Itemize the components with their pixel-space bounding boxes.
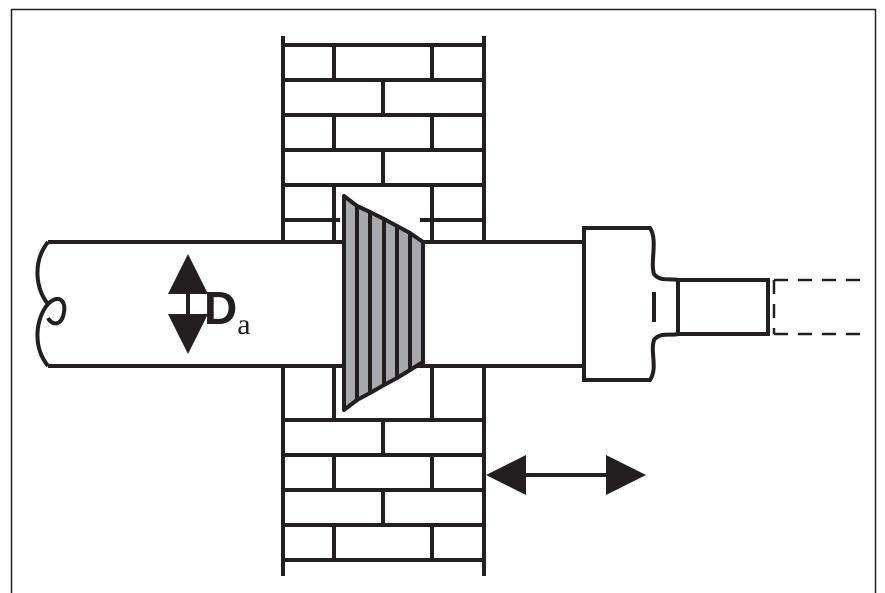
diameter-label-main: D xyxy=(204,282,237,334)
pipe-continuation-dashed xyxy=(772,278,866,336)
branch-pipe xyxy=(676,278,770,336)
diagram-frame xyxy=(10,8,877,593)
pipe xyxy=(35,240,584,368)
wall-sleeve xyxy=(342,194,425,412)
brick-wall xyxy=(281,36,486,576)
diameter-label: Da xyxy=(204,282,251,341)
pipe-coupling xyxy=(582,226,680,382)
diameter-label-subscript: a xyxy=(237,308,250,341)
